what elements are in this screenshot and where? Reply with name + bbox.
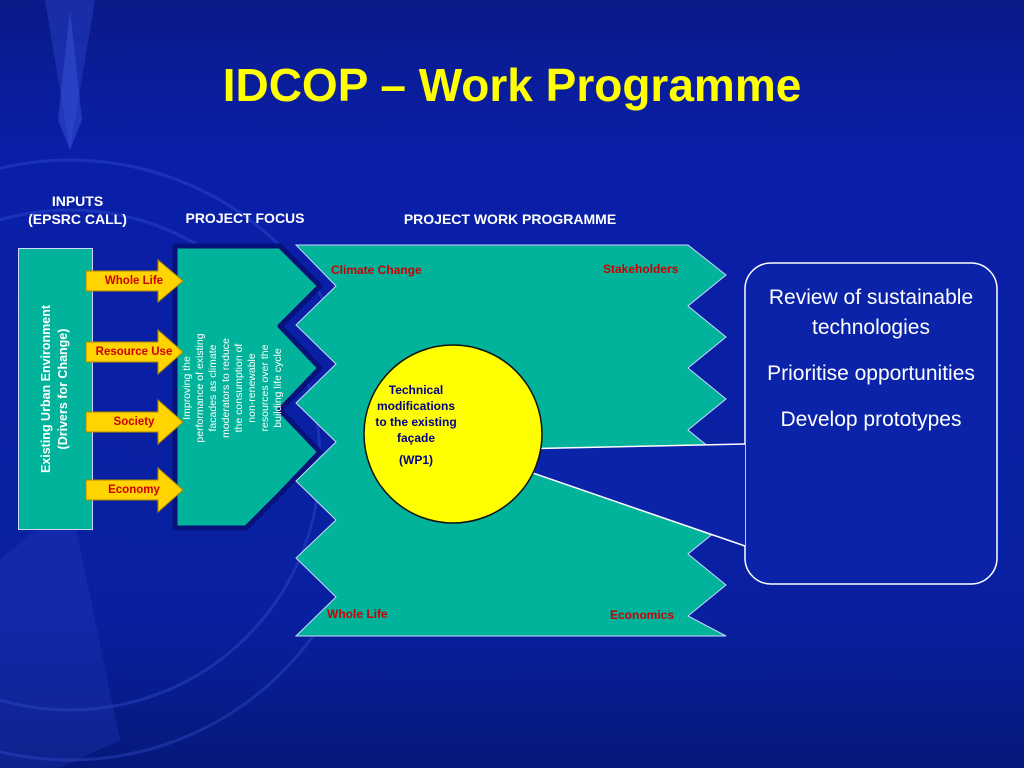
- drivers-box: [18, 248, 93, 530]
- arrow-label-whole-life: Whole Life: [104, 275, 164, 287]
- arrow-label-resource-use: Resource Use: [95, 346, 173, 358]
- label-climate-change: Climate Change: [331, 263, 422, 277]
- wp1-circle-text: Technical modifications to the existing …: [360, 382, 472, 468]
- inputs-header-line1: INPUTS: [51, 193, 104, 209]
- callout-pointer: [466, 444, 745, 546]
- circle-line3: to the existing: [375, 415, 457, 429]
- slide-title: IDCOP – Work Programme: [222, 59, 802, 111]
- arrow-whole-life: [85, 258, 184, 304]
- project-focus-chevron: [172, 243, 323, 531]
- callout-item-develop: Develop prototypes: [780, 408, 962, 431]
- arrow-society: [85, 398, 184, 446]
- project-work-programme-header: PROJECT WORK PROGRAMME: [403, 211, 617, 227]
- callout-item-prioritise: Prioritise opportunities: [767, 362, 975, 385]
- project-focus-text: Improving the performance of existing fa…: [181, 332, 284, 443]
- callout-item-review: Review of sustainable technologies: [768, 286, 974, 339]
- circle-line4: façade: [396, 431, 436, 445]
- circle-wp-label: (WP1): [399, 453, 433, 467]
- label-economics: Economics: [610, 608, 675, 622]
- circle-line1: Technical: [388, 383, 444, 397]
- callout-text: Review of sustainable technologies Prior…: [745, 283, 997, 451]
- arrow-resource-use: [85, 328, 184, 376]
- project-focus-text-container: Improving the performance of existing fa…: [178, 250, 288, 525]
- callout-box: [744, 262, 998, 585]
- project-focus-header: PROJECT FOCUS: [185, 210, 305, 226]
- inputs-header-line2: (EPSRC CALL): [28, 211, 127, 227]
- wp1-circle: [363, 344, 543, 524]
- circle-line2: modifications: [376, 399, 455, 413]
- inputs-header: INPUTS (EPSRC CALL): [10, 192, 145, 228]
- arrow-economy: [85, 466, 184, 514]
- label-whole-life: Whole Life: [327, 607, 388, 621]
- arrow-label-society: Society: [113, 416, 155, 428]
- arrow-label-economy: Economy: [108, 484, 160, 496]
- label-stakeholders: Stakeholders: [603, 262, 679, 276]
